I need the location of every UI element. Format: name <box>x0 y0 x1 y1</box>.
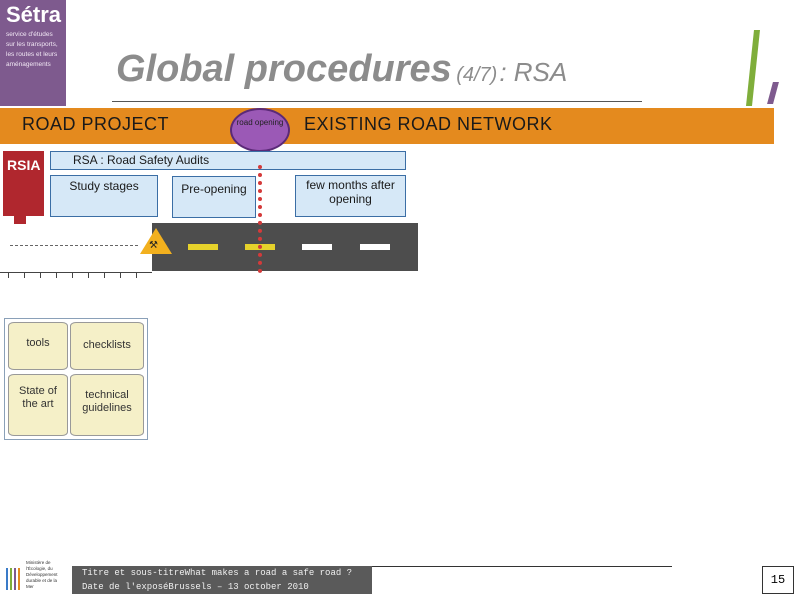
page-number: 15 <box>762 566 794 594</box>
timeline-tick <box>56 272 57 278</box>
state-of-art-label: State of the art <box>19 385 57 410</box>
existing-network-label: EXISTING ROAD NETWORK <box>304 114 553 134</box>
timeline-tick <box>24 272 25 278</box>
timeline-band <box>0 108 774 144</box>
study-timeline <box>0 272 152 273</box>
footer-title: Titre et sous-titreWhat makes a road a s… <box>82 568 353 578</box>
timeline-tick <box>88 272 89 278</box>
road-opening-marker <box>258 165 262 273</box>
ministry-stripe <box>6 568 8 590</box>
decorative-bar <box>767 82 779 104</box>
study-stages-label: Study stages <box>69 179 139 193</box>
title-main: Global procedures <box>116 48 452 90</box>
pre-opening-box: Pre-opening <box>172 176 256 218</box>
title-divider <box>112 101 642 102</box>
lane-marking <box>360 244 390 250</box>
guidelines-cylinder: technical guidelines <box>70 374 144 436</box>
ministry-stripe <box>10 568 12 590</box>
rsia-stand <box>14 216 26 224</box>
checklists-label: checklists <box>83 339 131 351</box>
ministry-stripe <box>14 568 16 590</box>
ministry-name: Ministère de l'Écologie, du Développemen… <box>26 560 58 589</box>
tools-label: tools <box>26 337 50 349</box>
logo-description: service d'études sur les transports, les… <box>6 30 64 70</box>
logo-brand: Sétra <box>6 2 62 27</box>
lane-marking <box>302 244 332 250</box>
logo-line: sur les transports, <box>6 41 58 48</box>
tools-cylinder: tools <box>8 322 68 370</box>
pre-opening-label: Pre-opening <box>181 182 247 196</box>
road-opening-badge: road opening <box>230 108 290 152</box>
title-suffix: : RSA <box>499 57 568 87</box>
setra-logo: Sétra service d'études sur les transport… <box>0 0 66 106</box>
timeline-tick <box>72 272 73 278</box>
rsa-label: RSA : Road Safety Audits <box>73 153 210 167</box>
timeline-tick <box>40 272 41 278</box>
footer-date: Date de l'exposéBrussels – 13 october 20… <box>82 582 309 592</box>
footer-rule <box>360 566 672 567</box>
state-of-art-cylinder: State of the art <box>8 374 68 436</box>
after-opening-label: few months after opening <box>306 178 395 206</box>
timeline-tick <box>136 272 137 278</box>
roadworks-sign-icon <box>140 228 172 254</box>
after-opening-box: few months after opening <box>295 175 406 217</box>
road-project-label: ROAD PROJECT <box>22 114 170 134</box>
logo-line: les routes et leurs <box>6 51 58 58</box>
decorative-bar <box>746 30 760 106</box>
worker-icon: ⚒ <box>149 240 158 251</box>
lane-marking <box>188 244 218 250</box>
study-stages-box: Study stages <box>50 175 158 217</box>
road-opening-label: road opening <box>236 118 284 127</box>
rsia-label: RSIA <box>7 157 41 173</box>
project-road-dashes <box>10 245 138 247</box>
timeline-tick <box>8 272 9 278</box>
slide-title: Global procedures (4/7): RSA <box>116 48 567 91</box>
timeline-tick <box>120 272 121 278</box>
rsa-bar: RSA : Road Safety Audits <box>50 151 406 170</box>
title-counter: (4/7) <box>456 64 498 86</box>
logo-line: service d'études <box>6 31 53 38</box>
checklists-cylinder: checklists <box>70 322 144 370</box>
footer-box <box>72 566 372 594</box>
timeline-tick <box>104 272 105 278</box>
rsia-box: RSIA <box>3 151 44 216</box>
ministry-stripe <box>18 568 20 590</box>
logo-line: aménagements <box>6 61 51 68</box>
guidelines-label: technical guidelines <box>82 389 132 414</box>
